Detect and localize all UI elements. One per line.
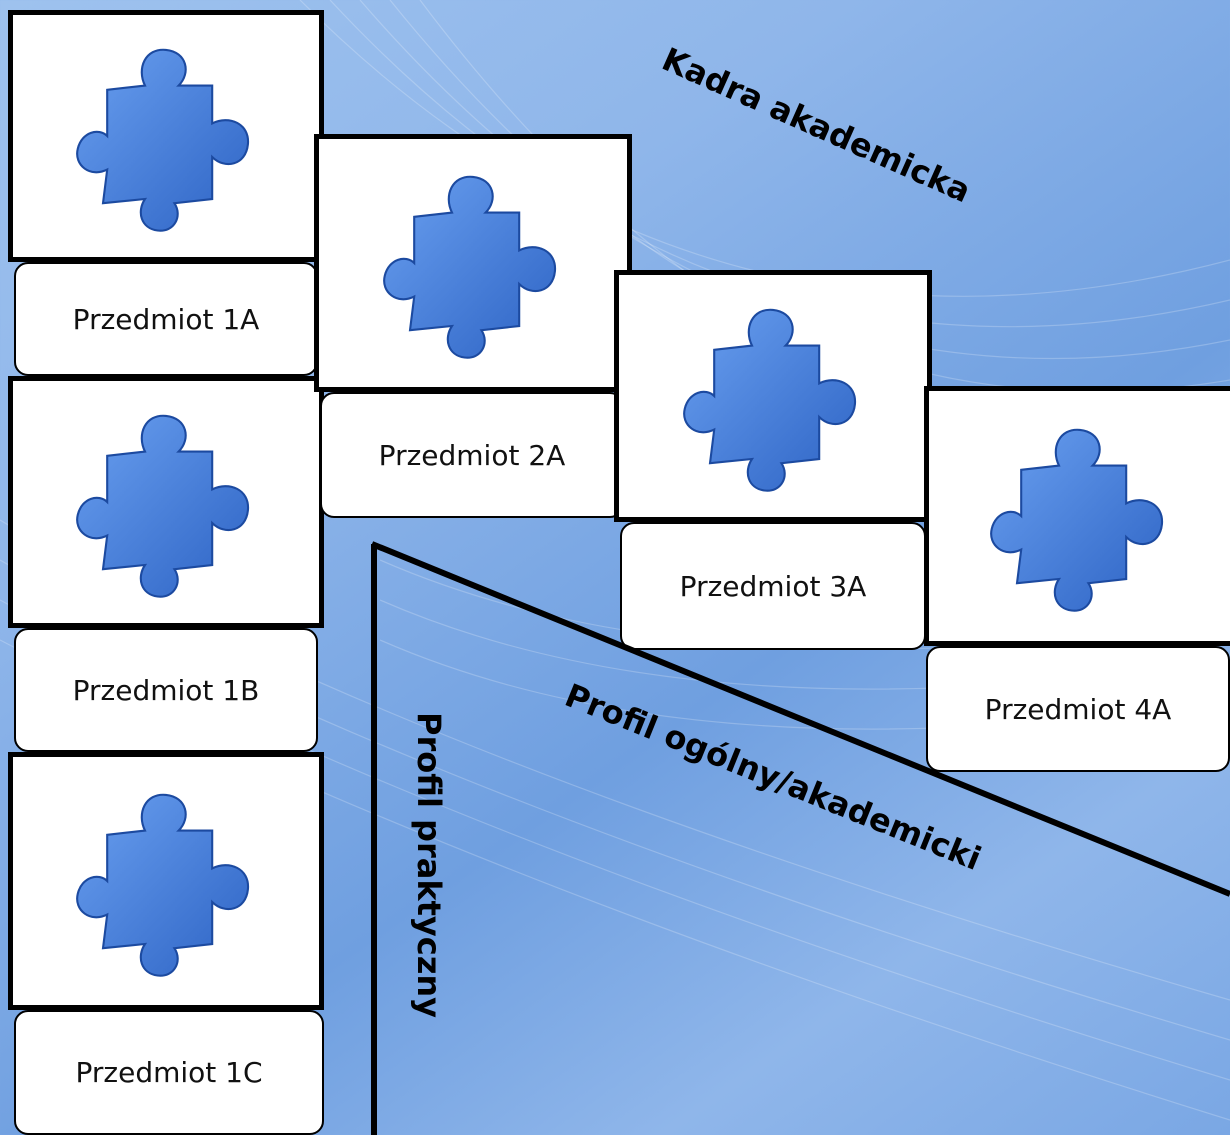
card-4a-label: Przedmiot 4A: [926, 646, 1230, 772]
puzzle-piece-icon: [383, 175, 556, 359]
puzzle-piece-icon: [683, 308, 856, 492]
annotation-profil-praktyczny: Profil praktyczny: [410, 712, 448, 1018]
card-3a-label: Przedmiot 3A: [620, 522, 926, 650]
puzzle-piece-icon: [76, 414, 249, 598]
card-1b-image: [8, 376, 324, 628]
puzzle-piece-icon: [76, 48, 249, 232]
card-1b-label: Przedmiot 1B: [14, 628, 318, 752]
diagonal-profile-line: [370, 541, 1230, 897]
card-4a-image: [924, 386, 1230, 646]
card-1a-image: [8, 10, 324, 262]
card-2a-label: Przedmiot 2A: [320, 392, 624, 518]
puzzle-piece-icon: [76, 793, 249, 977]
card-1c-label: Przedmiot 1C: [14, 1010, 324, 1135]
card-2a-image: [314, 134, 632, 392]
card-1c-image: [8, 752, 324, 1010]
puzzle-piece-icon: [990, 428, 1163, 612]
card-1a-label: Przedmiot 1A: [14, 262, 318, 376]
card-3a-image: [614, 270, 932, 522]
